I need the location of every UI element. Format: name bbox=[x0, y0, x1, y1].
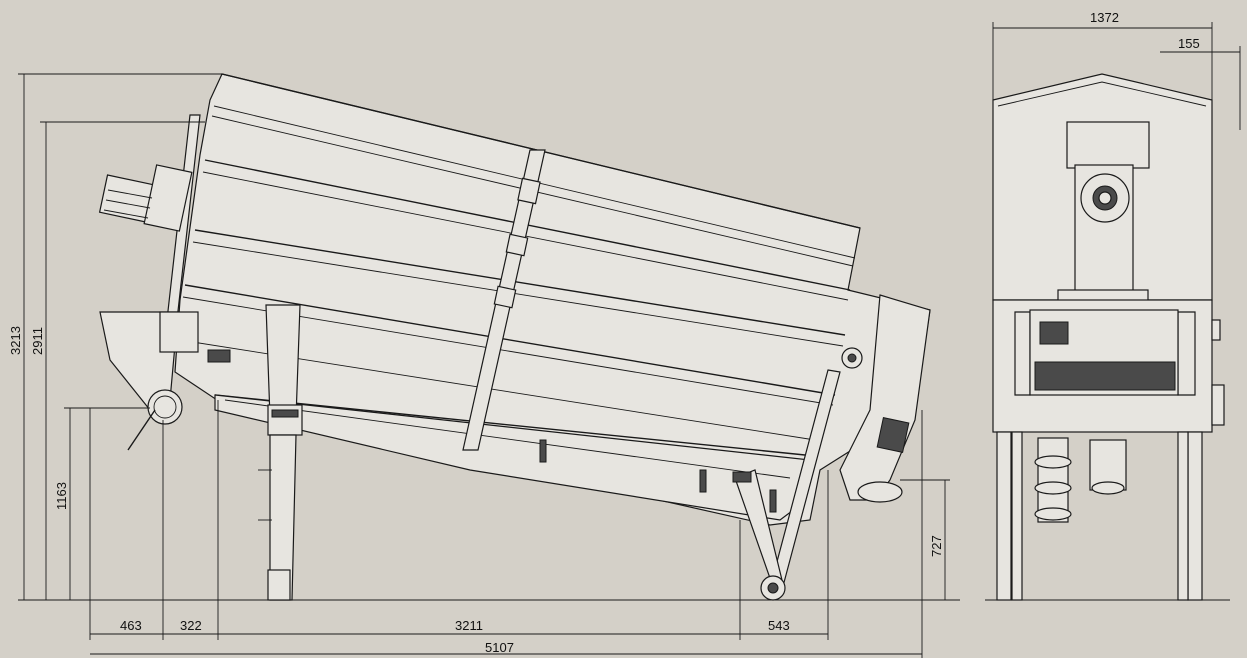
support-leg-right bbox=[732, 369, 841, 601]
dim-span-legs: 3211 bbox=[455, 618, 483, 633]
dim-height-total: 3213 bbox=[8, 326, 23, 355]
dim-offset-end-right: 155 bbox=[1178, 36, 1200, 51]
support-leg-left bbox=[258, 304, 303, 601]
outlet-pipe bbox=[147, 389, 183, 425]
discharge-chute bbox=[839, 294, 931, 503]
end-view: 1372 155 bbox=[985, 10, 1241, 601]
dim-offset-left: 463 bbox=[120, 618, 142, 633]
dim-width-total: 1372 bbox=[1090, 10, 1119, 25]
dim-offset-right: 543 bbox=[768, 618, 790, 633]
dim-height-discharge: 727 bbox=[929, 535, 944, 557]
drive-motor bbox=[98, 164, 193, 232]
dim-height-frame: 2911 bbox=[30, 327, 45, 355]
dim-length-total: 5107 bbox=[485, 640, 514, 655]
dim-height-outlet: 1163 bbox=[54, 482, 69, 510]
dim-offset-drive: 322 bbox=[180, 618, 202, 633]
side-view: 3213 2911 1163 727 463 322 3211 543 5107 bbox=[8, 73, 960, 658]
